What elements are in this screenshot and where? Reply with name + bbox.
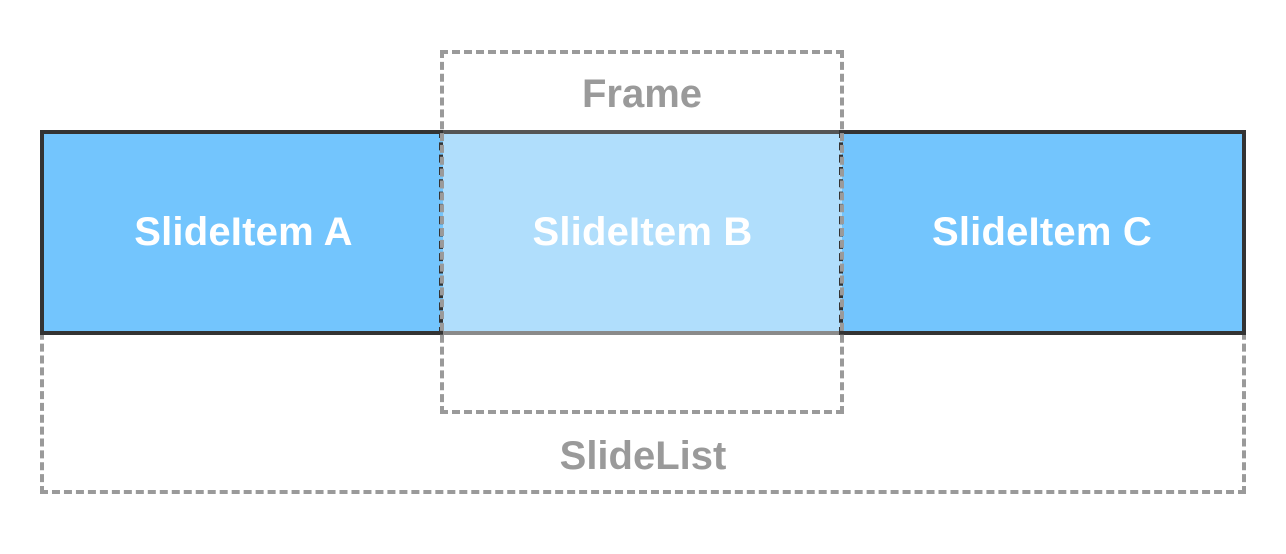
slide-item-b[interactable]: SlideItem B (443, 130, 842, 335)
frame-label: Frame (581, 72, 703, 116)
slide-item-c[interactable]: SlideItem C (842, 130, 1246, 335)
slide-item-c-label: SlideItem C (931, 210, 1153, 254)
slide-list-label: SlideList (559, 434, 727, 478)
slide-item-b-label: SlideItem B (532, 210, 753, 254)
slide-item-a[interactable]: SlideItem A (40, 130, 443, 335)
slide-item-a-label: SlideItem A (134, 210, 353, 254)
frame-container (440, 50, 844, 414)
